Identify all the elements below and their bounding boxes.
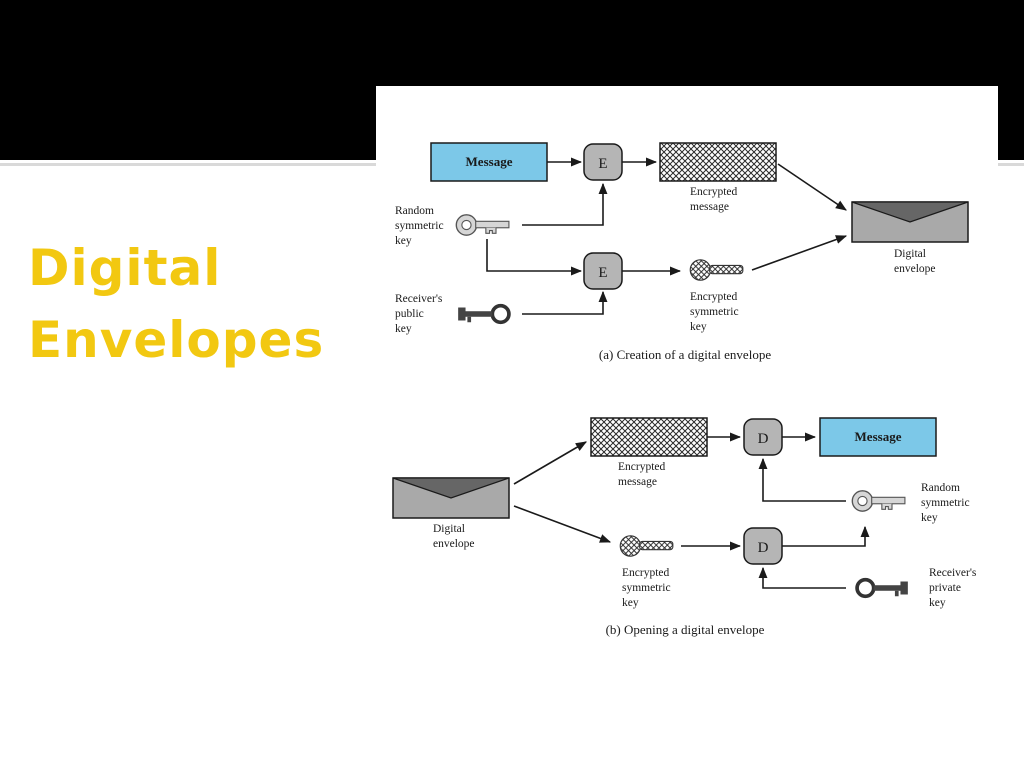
receivers-private-key-label: Receiver's private key — [929, 567, 979, 609]
arrow-envelope-to-encrypted-key — [513, 505, 612, 543]
arrow-decrypt-to-random-key — [782, 525, 870, 547]
public-key-icon — [456, 303, 511, 325]
decrypt-node-key-label: D — [758, 540, 769, 556]
arrow-private-key-to-decrypt — [758, 566, 846, 589]
digital-envelope-icon-a — [851, 201, 969, 243]
caption-b: (b) Opening a digital envelope — [606, 622, 765, 637]
caption-a: (a) Creation of a digital envelope — [599, 347, 771, 362]
arrow-random-key-to-second-encrypt — [486, 239, 583, 276]
message-box-b — [819, 417, 937, 457]
random-key-icon-a — [455, 214, 510, 236]
message-box-a — [430, 142, 548, 182]
digital-envelope-label-b: Digital envelope — [433, 523, 475, 550]
slide-title-line-2: Envelopes — [28, 311, 325, 369]
creation-diagram: Message E Encrypted message Random symme… — [395, 142, 969, 362]
encrypted-symmetric-key-label-a: Encrypted symmetric key — [690, 291, 741, 333]
decrypt-node-label: D — [758, 431, 769, 447]
random-symmetric-key-label-a: Random symmetric key — [395, 205, 446, 247]
arrow-encrypted-key-to-envelope — [751, 235, 848, 271]
arrow-public-key-to-encrypt — [522, 290, 608, 315]
slide-title-line-1: Digital — [28, 239, 222, 297]
random-symmetric-key-label-b: Random symmetric key — [921, 482, 972, 524]
encrypted-message-label-b: Encrypted message — [618, 461, 668, 488]
message-label-b: Message — [855, 429, 902, 444]
message-label-a: Message — [466, 154, 513, 169]
encrypted-symmetric-key-label-b: Encrypted symmetric key — [622, 567, 673, 609]
encrypted-symmetric-key-icon-a — [689, 259, 744, 281]
arrow-random-key-to-encrypt — [522, 182, 608, 226]
random-key-icon-b — [851, 490, 906, 512]
digital-envelope-figure: Message E Encrypted message Random symme… — [376, 86, 998, 658]
slide-title: Digital Envelopes — [28, 232, 358, 376]
digital-envelope-icon-b — [392, 477, 510, 519]
encrypted-message-box-b — [590, 417, 708, 457]
digital-envelope-diagram: Message E Encrypted message Random symme… — [392, 142, 979, 637]
encrypt-node-label: E — [598, 156, 607, 172]
encrypted-message-label-a: Encrypted message — [690, 186, 740, 213]
encrypt-node-key-label: E — [598, 265, 607, 281]
private-key-icon — [855, 577, 910, 599]
digital-envelope-label-a: Digital envelope — [894, 248, 936, 275]
arrow-encrypted-message-to-envelope — [777, 163, 847, 211]
arrow-random-key-to-decrypt — [758, 457, 846, 502]
opening-diagram: Digital envelope Encrypted message D Mes… — [392, 417, 979, 637]
arrow-envelope-to-encrypted-message — [513, 441, 587, 485]
receivers-public-key-label: Receiver's public key — [395, 293, 445, 335]
encrypted-symmetric-key-icon-b — [619, 535, 674, 557]
encrypted-message-box-a — [659, 142, 777, 182]
